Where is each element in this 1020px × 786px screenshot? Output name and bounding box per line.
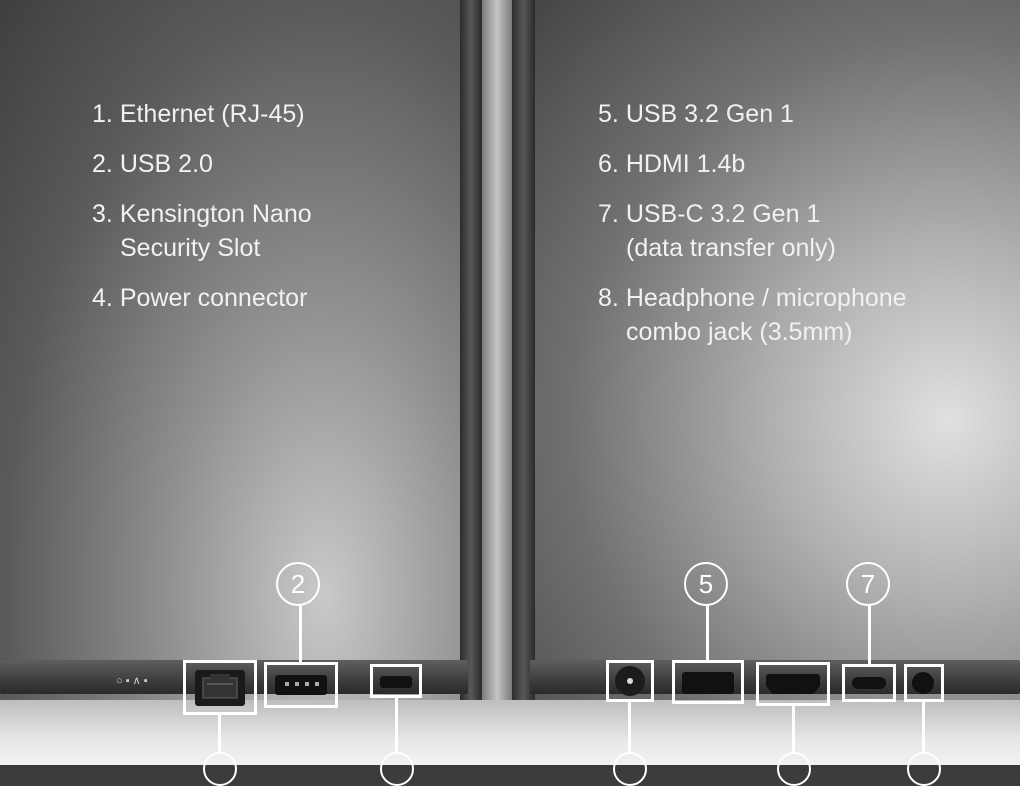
list-label: Ethernet (RJ-45) (119, 100, 305, 128)
list-label-line2: (data transfer only) (626, 234, 836, 262)
right-port-list: 5. USB 3.2 Gen 1 6. HDMI 1.4b 7. USB-C 3… (598, 97, 907, 365)
list-label-line2: Security Slot (120, 234, 261, 262)
power-connector-icon (615, 666, 645, 696)
callout-line-3 (395, 698, 398, 753)
list-number: 4. (92, 284, 113, 312)
list-item-usbc: 7. USB-C 3.2 Gen 1 (data transfer only) (598, 197, 907, 265)
floor (0, 700, 1020, 765)
list-number: 8. (598, 284, 619, 312)
right-lid-edge (512, 0, 535, 700)
callout-line-4 (628, 702, 631, 753)
list-item-hdmi: 6. HDMI 1.4b (598, 147, 907, 181)
hdmi-port-icon (766, 674, 820, 694)
audio-jack-icon (912, 672, 934, 694)
usb32-port-box (672, 660, 744, 704)
ethernet-port-icon (195, 670, 245, 706)
right-laptop-lid (535, 0, 1020, 700)
usb-socket-icon (285, 682, 319, 686)
left-laptop-lid (0, 0, 462, 700)
callout-line-1 (218, 715, 221, 753)
list-label: USB 2.0 (119, 150, 213, 178)
callout-circle-8 (907, 752, 941, 786)
list-item-usb2: 2. USB 2.0 (92, 147, 312, 181)
power-connector-box (606, 660, 654, 702)
status-indicators: ○ ▪ ∧ ▪ (116, 675, 148, 687)
callout-circle-1 (203, 752, 237, 786)
callout-line-7 (868, 604, 871, 664)
callout-line-2 (299, 604, 302, 662)
list-label: Kensington Nano (119, 200, 312, 228)
audio-jack-box (904, 664, 944, 702)
list-number: 5. (598, 100, 619, 128)
ethernet-port-box (183, 660, 257, 715)
list-number: 2. (92, 150, 113, 178)
callout-7: 7 (846, 562, 890, 606)
list-item-audio-jack: 8. Headphone / microphone combo jack (3.… (598, 281, 907, 349)
list-label: USB 3.2 Gen 1 (625, 100, 794, 128)
power-pin-icon (627, 678, 633, 684)
hdmi-port-box (756, 662, 830, 706)
center-gap (482, 0, 512, 700)
usb32-port-icon (682, 672, 734, 694)
callout-line-6 (792, 706, 795, 753)
left-port-list: 1. Ethernet (RJ-45) 2. USB 2.0 3. Kensin… (92, 97, 312, 331)
list-label-line2: combo jack (3.5mm) (626, 318, 853, 346)
callout-5: 5 (684, 562, 728, 606)
usb2-port-box (264, 662, 338, 708)
kensington-slot-box (370, 664, 422, 698)
list-item-ethernet: 1. Ethernet (RJ-45) (92, 97, 312, 131)
callout-line-5 (706, 604, 709, 660)
kensington-slot-icon (380, 676, 412, 688)
list-label: USB-C 3.2 Gen 1 (625, 200, 821, 228)
list-number: 3. (92, 200, 113, 228)
list-number: 1. (92, 100, 113, 128)
callout-circle-6 (777, 752, 811, 786)
left-lid-edge (460, 0, 482, 700)
ethernet-socket-icon (202, 674, 238, 699)
usb2-port-icon (275, 675, 327, 695)
list-label: Power connector (119, 284, 308, 312)
list-item-power: 4. Power connector (92, 281, 312, 315)
callout-circle-3 (380, 752, 414, 786)
usbc-port-icon (852, 677, 886, 689)
list-item-usb32: 5. USB 3.2 Gen 1 (598, 97, 907, 131)
usbc-port-box (842, 664, 896, 702)
list-number: 7. (598, 200, 619, 228)
list-number: 6. (598, 150, 619, 178)
callout-2: 2 (276, 562, 320, 606)
list-label: Headphone / microphone (625, 284, 907, 312)
callout-line-8 (922, 702, 925, 753)
list-item-kensington: 3. Kensington Nano Security Slot (92, 197, 312, 265)
list-label: HDMI 1.4b (625, 150, 746, 178)
callout-circle-4 (613, 752, 647, 786)
